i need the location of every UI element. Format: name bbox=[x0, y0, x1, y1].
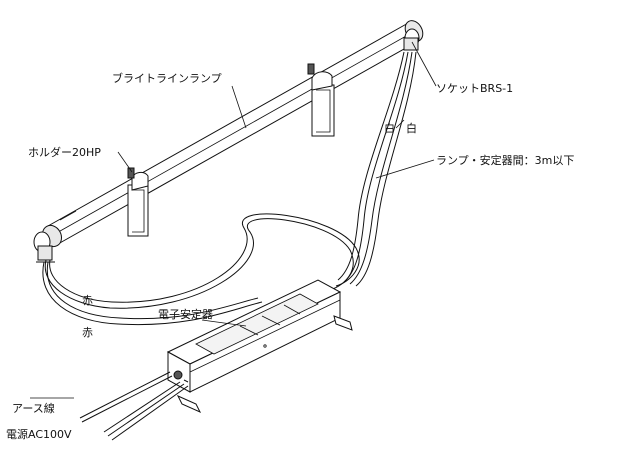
white-wire-label-left: 白 bbox=[384, 121, 395, 135]
socket-label: ソケットBRS-1 bbox=[436, 82, 513, 95]
white-wire-label-right: 白 bbox=[406, 121, 417, 135]
input-wires bbox=[79, 371, 189, 441]
electronic-ballast bbox=[166, 279, 353, 414]
power-label: 電源AC100V bbox=[6, 427, 72, 441]
leader-lines bbox=[30, 41, 437, 399]
holder-clip-right bbox=[307, 63, 335, 137]
ballast-label: 電子安定器 bbox=[158, 307, 213, 321]
ground-wire-label: アース線 bbox=[12, 401, 55, 415]
bright-line-lamp bbox=[33, 20, 424, 263]
holder-label: ホルダー20HP bbox=[28, 145, 101, 159]
lamp-cables bbox=[42, 51, 417, 326]
holder-clip-left bbox=[127, 167, 149, 237]
red-wire-label-upper: 赤 bbox=[82, 294, 93, 307]
cable-length-label: ランプ・安定器間：3m以下 bbox=[436, 153, 574, 167]
lamp-label: ブライトラインランプ bbox=[112, 71, 222, 85]
red-wire-label-lower: 赤 bbox=[82, 326, 93, 339]
